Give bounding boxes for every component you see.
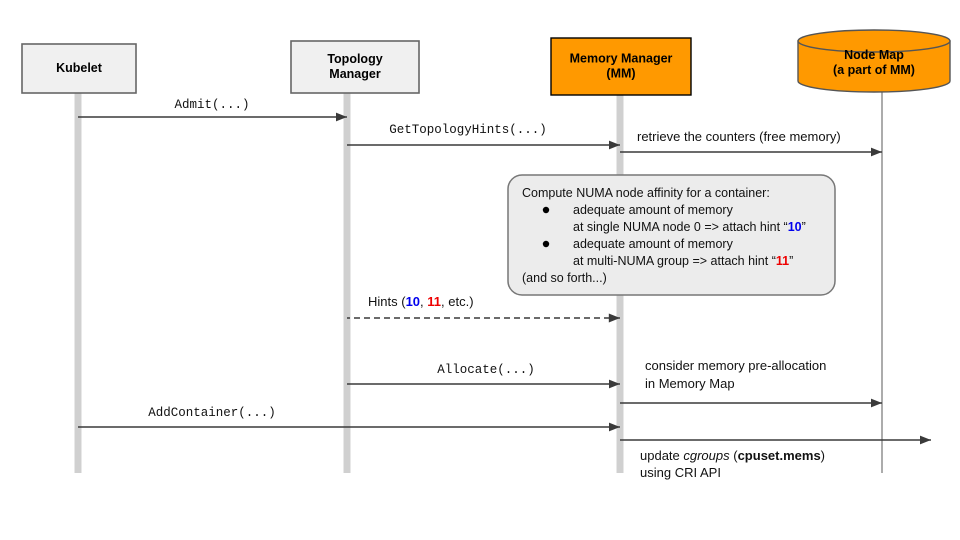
actor-box xyxy=(21,43,137,94)
note-box xyxy=(507,174,836,296)
note-heading: Compute NUMA node affinity for a contain… xyxy=(522,186,770,200)
message-hints-return: Hints (10, 11, etc.) xyxy=(347,294,620,323)
message-label: GetTopologyHints(...) xyxy=(389,123,547,137)
note-bullet-line: adequate amount of memory xyxy=(573,237,734,251)
lifeline-topology-manager xyxy=(343,93,351,473)
message-consider-preallocation: consider memory pre-allocation in Memory … xyxy=(620,358,882,408)
message-update-cgroups: update cgroups (cpuset.mems) using CRI AP… xyxy=(620,435,931,480)
actor-label-line: Manager xyxy=(329,67,381,81)
cylinder-top xyxy=(797,29,951,53)
bullet-icon xyxy=(542,240,550,248)
actor-label-line: Kubelet xyxy=(56,61,103,75)
message-label: update cgroups (cpuset.mems) xyxy=(640,448,825,463)
actor-box xyxy=(290,40,420,94)
note-bullet-line: at single NUMA node 0 => attach hint “10… xyxy=(573,220,806,234)
actor-label-line: (a part of MM) xyxy=(833,63,915,77)
message-label: retrieve the counters (free memory) xyxy=(637,129,841,144)
note-footer: (and so forth...) xyxy=(522,271,607,285)
message-retrieve-counters: retrieve the counters (free memory) xyxy=(620,129,882,157)
actor-kubelet[interactable]: Kubelet xyxy=(21,43,137,94)
bullet-icon xyxy=(542,206,550,214)
actor-node-map[interactable]: Node Map(a part of MM) xyxy=(797,29,951,93)
actor-label-line: Memory Manager xyxy=(570,51,673,65)
messages-group: Admit(...) GetTopologyHints(...) retrieve … xyxy=(78,98,931,480)
actor-memory-manager[interactable]: Memory Manager(MM) xyxy=(550,37,692,96)
message-add-container: AddContainer(...) xyxy=(78,406,620,432)
message-label: Admit(...) xyxy=(174,98,249,112)
message-admit: Admit(...) xyxy=(78,98,347,122)
message-get-topology-hints: GetTopologyHints(...) xyxy=(347,123,620,150)
actor-label-line: (MM) xyxy=(606,66,635,80)
note-bullet-line: adequate amount of memory xyxy=(573,203,734,217)
note-group: Compute NUMA node affinity for a contain… xyxy=(507,174,836,296)
message-label: AddContainer(...) xyxy=(148,406,276,420)
message-label: in Memory Map xyxy=(645,376,735,391)
lifeline-kubelet xyxy=(74,93,82,473)
actor-label-line: Node Map xyxy=(844,48,904,62)
message-label: Hints (10, 11, etc.) xyxy=(368,294,474,309)
message-label: using CRI API xyxy=(640,465,721,480)
message-label: Allocate(...) xyxy=(437,363,535,377)
actor-label-line: Topology xyxy=(327,52,382,66)
note-bullet-line: at multi-NUMA group => attach hint “11” xyxy=(573,254,793,268)
cylinder-body xyxy=(797,40,951,93)
message-allocate: Allocate(...) xyxy=(347,363,620,389)
message-label: consider memory pre-allocation xyxy=(645,358,826,373)
actor-box xyxy=(550,37,692,96)
